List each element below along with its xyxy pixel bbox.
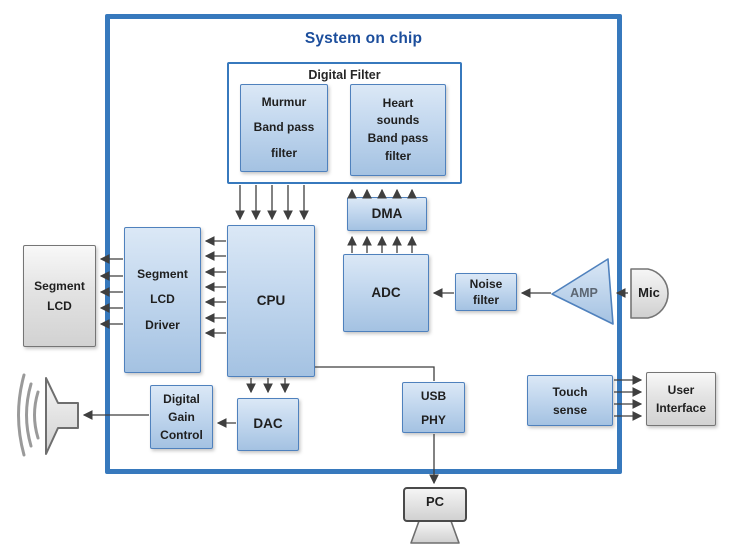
node-dac: DAC bbox=[237, 398, 299, 451]
node-digital-gain-control: Digital Gain Control bbox=[150, 385, 213, 449]
node-heart-sounds-band-pass-filter: Heart sounds Band pass filter bbox=[350, 84, 446, 176]
node-adc: ADC bbox=[343, 254, 429, 332]
amp-label: AMP bbox=[570, 286, 598, 300]
pc-label: PC bbox=[425, 494, 445, 509]
node-segment-lcd-driver: Segment LCD Driver bbox=[124, 227, 201, 373]
node-segment-lcd: Segment LCD bbox=[23, 245, 96, 347]
page-title: System on chip bbox=[304, 30, 423, 47]
node-usb-phy: USB PHY bbox=[402, 382, 465, 433]
node-user-interface: User Interface bbox=[646, 372, 716, 426]
node-touch-sense: Touch sense bbox=[527, 375, 613, 426]
node-dma: DMA bbox=[347, 197, 427, 231]
node-murmur-band-pass-filter: Murmur Band pass filter bbox=[240, 84, 328, 172]
node-noise-filter: Noise filter bbox=[455, 273, 517, 311]
digital-filter-label: Digital Filter bbox=[308, 68, 381, 82]
node-cpu: CPU bbox=[227, 225, 315, 377]
mic-label: Mic bbox=[638, 285, 660, 300]
sound-waves-icon bbox=[17, 373, 40, 457]
speaker-icon bbox=[45, 377, 79, 455]
